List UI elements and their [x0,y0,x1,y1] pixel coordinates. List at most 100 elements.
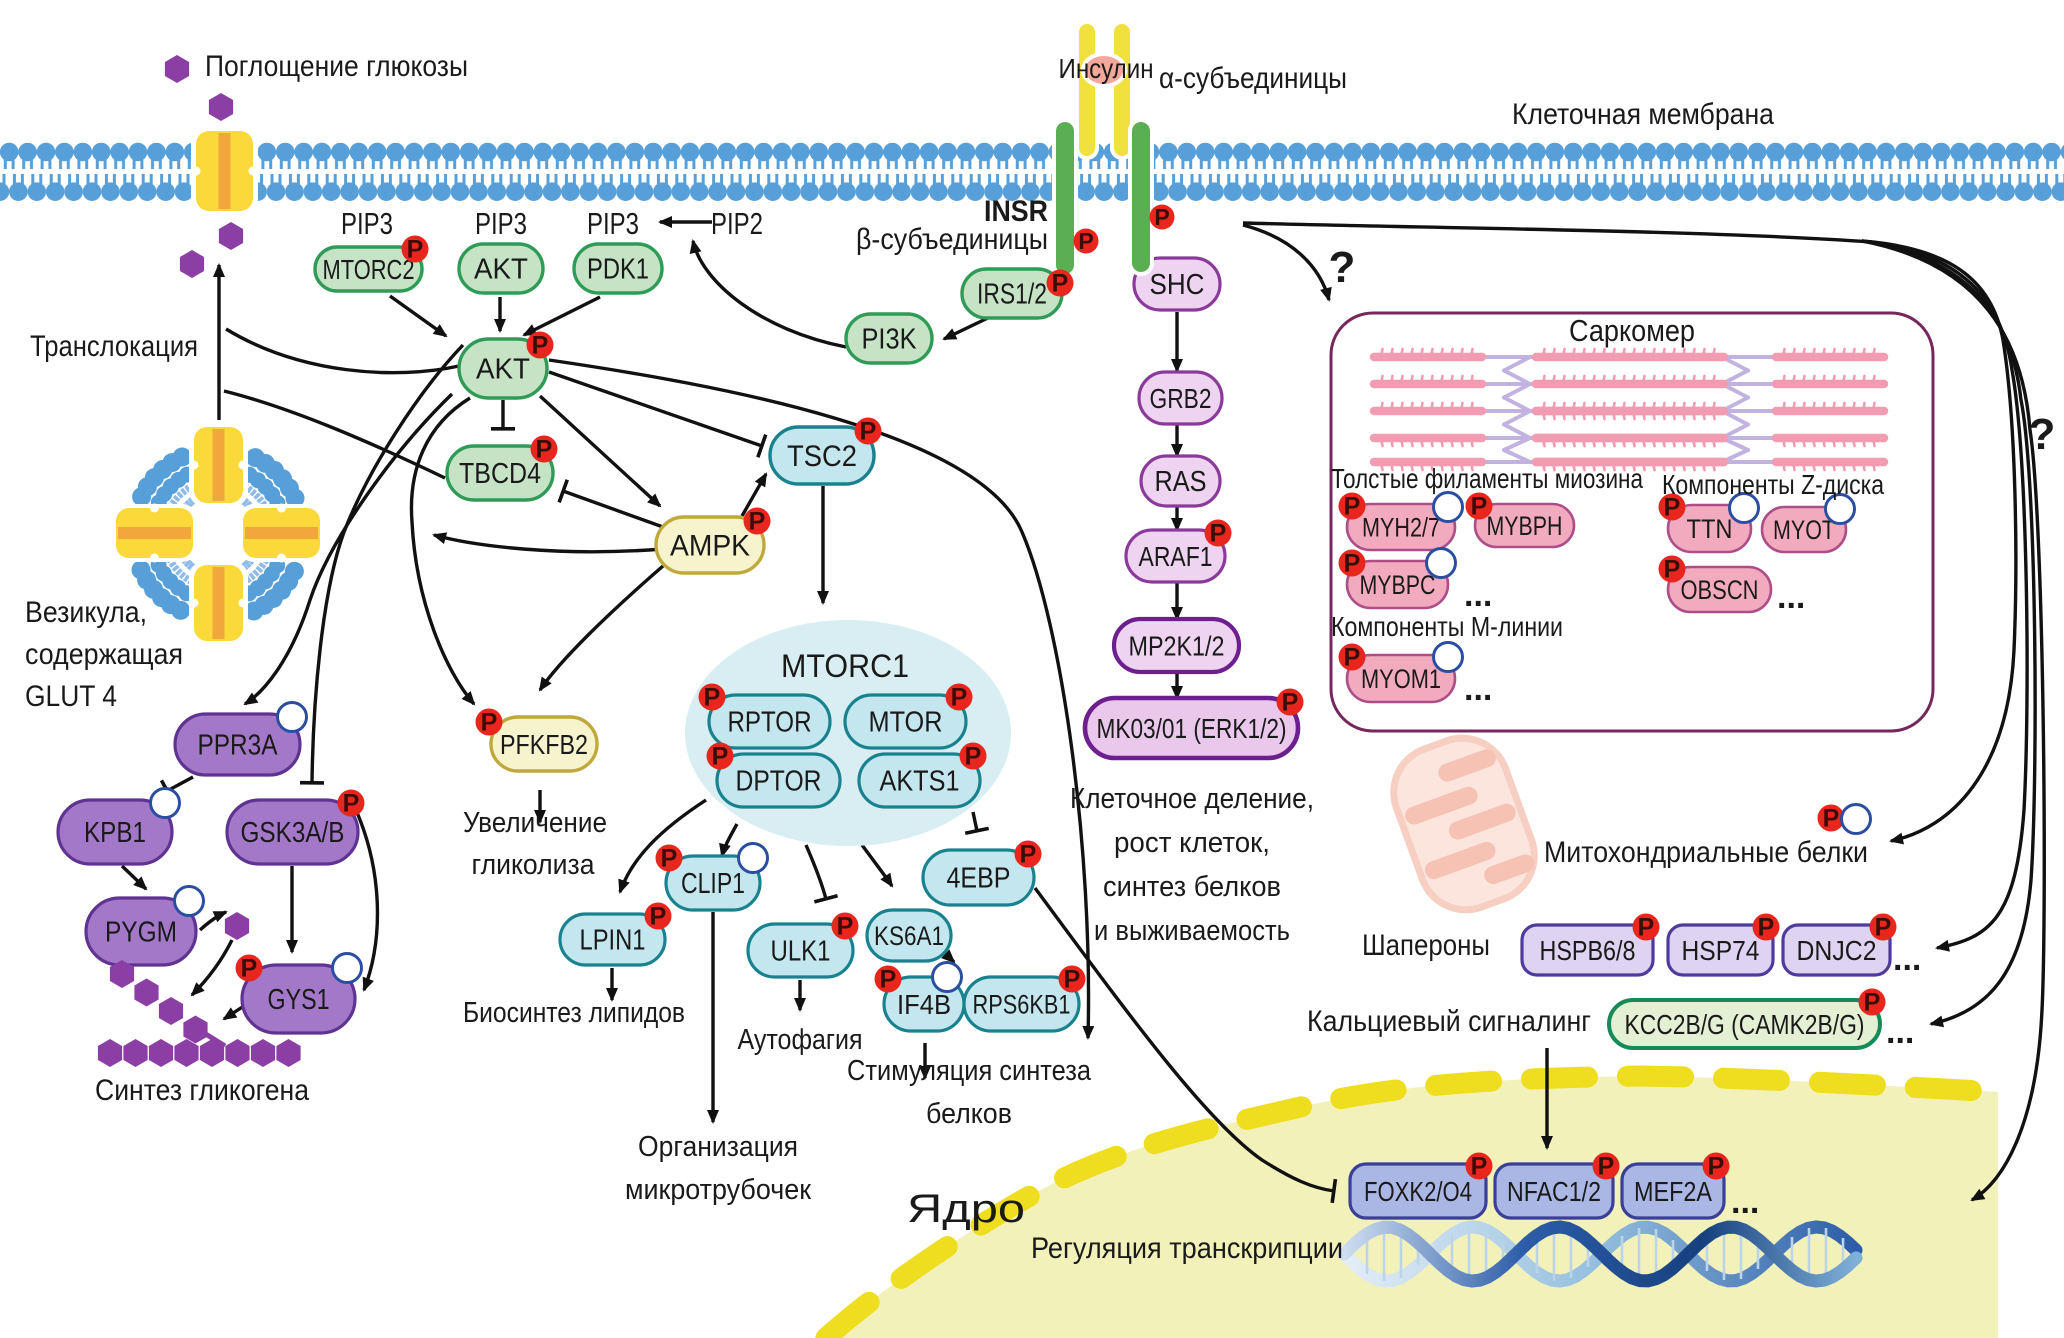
svg-text:LPIN1: LPIN1 [580,925,646,957]
svg-text:ULK1: ULK1 [771,936,831,968]
svg-text:TBCD4: TBCD4 [459,458,541,490]
svg-text:KPB1: KPB1 [84,817,146,849]
svg-text:PIP3: PIP3 [587,206,639,241]
svg-text:синтез белков: синтез белков [1103,871,1281,903]
svg-text:CLIP1: CLIP1 [681,868,745,900]
svg-text:...: ... [1464,670,1492,708]
svg-text:Митохондриальные белки: Митохондриальные белки [1544,836,1868,869]
svg-text:HSPB6/8: HSPB6/8 [1540,935,1636,966]
svg-text:рост клеток,: рост клеток, [1114,827,1270,859]
svg-text:Кальциевый сигналинг: Кальциевый сигналинг [1307,1005,1591,1038]
svg-text:KS6A1: KS6A1 [874,921,944,951]
svg-text:Клеточное деление,: Клеточное деление, [1070,783,1314,815]
svg-text:α-субъединицы: α-субъединицы [1159,62,1347,95]
svg-text:гликолиза: гликолиза [472,849,596,881]
svg-text:Шапероны: Шапероны [1362,929,1490,962]
svg-text:...: ... [1886,1013,1914,1051]
svg-text:MTORC2: MTORC2 [323,254,415,285]
svg-text:MTOR: MTOR [869,707,943,739]
svg-text:P: P [860,417,877,445]
svg-text:GYS1: GYS1 [268,984,330,1016]
svg-text:и выживаемость: и выживаемость [1094,915,1290,947]
svg-text:KCC2B/G (CAMK2B/G): KCC2B/G (CAMK2B/G) [1625,1009,1865,1040]
svg-text:P: P [1875,913,1892,941]
svg-text:P: P [1664,555,1681,583]
svg-text:P: P [661,844,678,872]
svg-text:Увеличение: Увеличение [463,807,607,839]
svg-text:P: P [1598,1152,1615,1180]
svg-text:...: ... [1731,1183,1759,1221]
svg-text:FOXK2/O4: FOXK2/O4 [1364,1176,1472,1207]
svg-text:PIP3: PIP3 [475,206,527,241]
svg-text:INSR: INSR [984,195,1048,228]
svg-text:HSP74: HSP74 [1682,935,1760,966]
svg-text:?: ? [1329,243,1356,292]
svg-text:Биосинтез липидов: Биосинтез липидов [463,997,685,1029]
svg-text:ARAF1: ARAF1 [1139,541,1213,572]
svg-text:P: P [1864,988,1881,1016]
svg-text:P: P [880,965,897,993]
svg-text:P: P [1154,204,1169,230]
svg-text:Транслокация: Транслокация [30,330,198,363]
svg-text:Саркомер: Саркомер [1569,313,1695,348]
svg-text:IF4B: IF4B [897,989,951,1020]
svg-text:...: ... [1777,578,1805,616]
svg-text:P: P [1020,840,1037,868]
svg-text:P: P [1823,804,1840,832]
svg-text:Компоненты М-линии: Компоненты М-линии [1331,611,1563,642]
svg-text:RPS6KB1: RPS6KB1 [973,989,1071,1019]
svg-text:P: P [343,789,360,817]
svg-text:Поглощение глюкозы: Поглощение глюкозы [205,50,468,83]
svg-text:IRS1/2: IRS1/2 [977,279,1047,311]
svg-text:?: ? [2029,410,2056,459]
svg-text:P: P [407,235,424,263]
svg-text:PYGM: PYGM [105,917,177,949]
svg-text:P: P [1471,1152,1488,1180]
svg-text:Организация: Организация [638,1131,798,1163]
svg-text:P: P [1708,1152,1725,1180]
svg-text:Ядро: Ядро [907,1187,1025,1231]
svg-text:...: ... [1464,576,1492,614]
svg-text:MYOT: MYOT [1773,515,1835,545]
svg-text:P: P [965,742,982,770]
svg-text:P: P [704,683,721,711]
svg-text:P: P [241,954,258,982]
svg-text:MYBPC: MYBPC [1360,570,1436,600]
svg-text:P: P [1210,519,1227,547]
svg-text:AKT: AKT [474,254,528,286]
svg-text:содержащая: содержащая [25,638,183,671]
svg-text:MYOM1: MYOM1 [1361,664,1441,694]
svg-text:PIP3: PIP3 [341,206,393,241]
svg-text:PDK1: PDK1 [587,254,649,286]
svg-text:SHC: SHC [1150,269,1205,301]
svg-text:AMPK: AMPK [670,530,750,563]
svg-text:AKT: AKT [476,354,530,386]
svg-text:P: P [1344,643,1361,671]
svg-text:PFKFB2: PFKFB2 [500,729,588,760]
svg-text:P: P [1078,228,1093,254]
svg-text:DPTOR: DPTOR [736,766,822,798]
svg-text:P: P [1052,269,1069,297]
svg-text:Везикула,: Везикула, [25,596,147,629]
svg-text:Клеточная мембрана: Клеточная мембрана [1512,98,1774,131]
svg-text:RAS: RAS [1155,466,1207,498]
svg-text:AKTS1: AKTS1 [880,766,960,798]
svg-text:GLUT 4: GLUT 4 [25,680,117,713]
svg-text:4EBP: 4EBP [947,863,1011,895]
svg-text:GSK3A/B: GSK3A/B [241,817,345,849]
svg-text:Толстые филаменты миозина: Толстые филаменты миозина [1331,463,1643,494]
svg-text:P: P [712,742,729,770]
svg-text:P: P [1638,913,1655,941]
svg-text:Инсулин: Инсулин [1059,53,1154,84]
svg-text:MTORC1: MTORC1 [781,648,909,684]
svg-text:TTN: TTN [1687,514,1733,544]
svg-text:Компоненты Z-диска: Компоненты Z-диска [1662,469,1884,500]
svg-text:P: P [532,331,549,359]
svg-text:OBSCN: OBSCN [1681,575,1759,605]
svg-text:P: P [837,912,854,940]
svg-text:GRB2: GRB2 [1150,383,1212,414]
svg-text:RPTOR: RPTOR [728,707,812,739]
svg-text:Регуляция транскрипции: Регуляция транскрипции [1031,1232,1343,1265]
svg-text:белков: белков [926,1098,1012,1130]
svg-text:PIP2: PIP2 [711,206,763,241]
